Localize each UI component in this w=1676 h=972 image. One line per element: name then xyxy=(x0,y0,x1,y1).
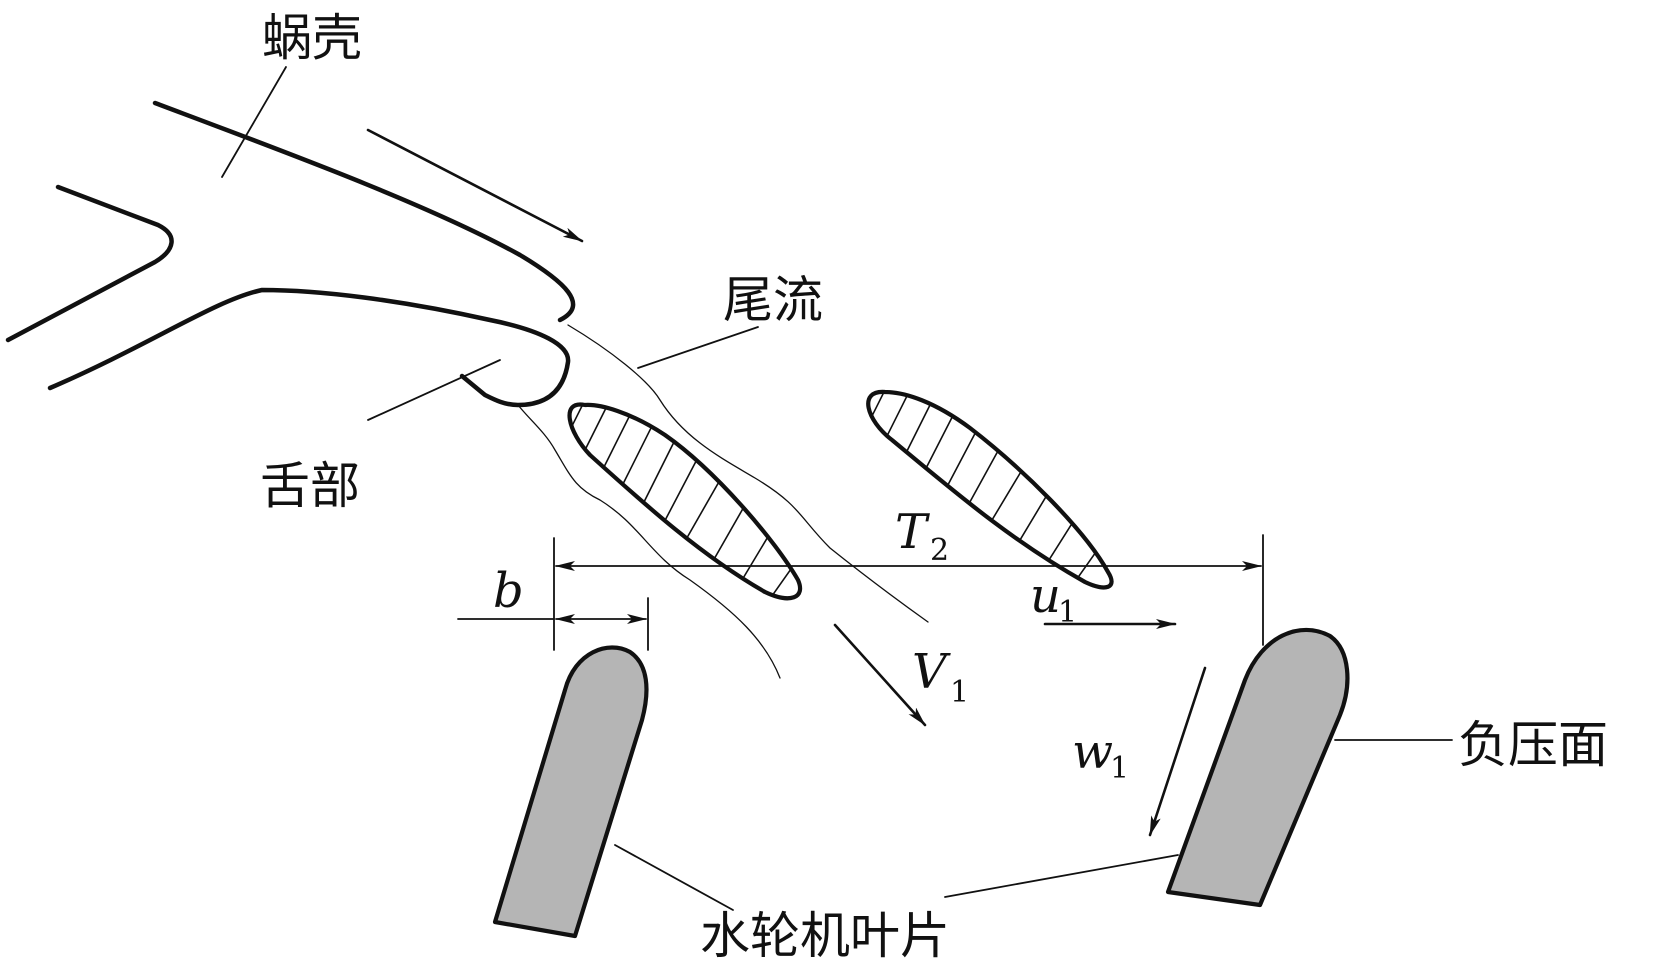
turbine-blade-left xyxy=(492,645,649,939)
absolute-velocity-arrow xyxy=(833,623,927,727)
wake-lines xyxy=(517,324,929,679)
volute-label: 蜗壳 xyxy=(262,9,362,67)
blade-thickness-symbol: b xyxy=(493,563,524,619)
guide-vane-1 xyxy=(567,402,803,601)
pitch-symbol: T 2 xyxy=(895,504,949,568)
leader-lines xyxy=(221,66,1453,911)
volute-flow-arrow xyxy=(366,128,584,243)
tongue-label: 舌部 xyxy=(260,457,360,515)
volute-casing xyxy=(5,100,576,343)
blade-thickness-dimension xyxy=(457,597,649,651)
svg-text:V: V xyxy=(912,644,951,700)
volute-tongue xyxy=(47,287,571,408)
svg-text:w: w xyxy=(1072,724,1113,780)
svg-text:1: 1 xyxy=(1110,751,1129,786)
absolute-velocity-symbol: V 1 xyxy=(912,644,969,710)
relative-velocity-symbol: w 1 xyxy=(1072,724,1129,786)
svg-text:1: 1 xyxy=(1058,595,1077,630)
suction-side-label: 负压面 xyxy=(1458,716,1608,774)
relative-velocity-arrow xyxy=(1148,666,1207,837)
svg-text:1: 1 xyxy=(950,675,969,710)
svg-text:T: T xyxy=(895,504,930,560)
wake-label: 尾流 xyxy=(723,271,823,329)
svg-text:2: 2 xyxy=(930,533,949,568)
turbine-blade-label: 水轮机叶片 xyxy=(700,907,950,965)
svg-text:u: u xyxy=(1030,568,1061,624)
guide-vane-2 xyxy=(866,389,1114,590)
turbine-blade-right xyxy=(1165,627,1350,908)
pitch-dimension xyxy=(553,534,1264,651)
peripheral-velocity-symbol: u 1 xyxy=(1030,568,1077,630)
